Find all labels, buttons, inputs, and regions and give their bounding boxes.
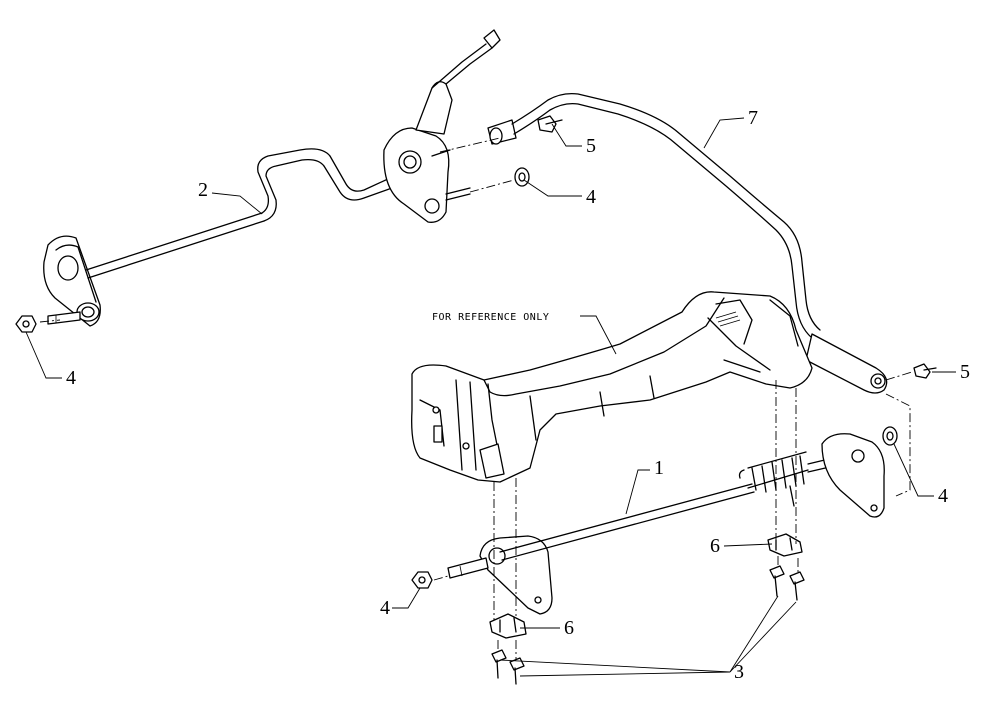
deck-housing-reference <box>411 291 813 483</box>
part-6-clip-right <box>767 533 803 557</box>
leader-lines <box>25 117 956 677</box>
callout-2: 2 <box>198 179 208 201</box>
callout-4-top: 4 <box>586 186 596 208</box>
callout-4-left: 4 <box>66 367 76 389</box>
part-5-bolt-right <box>913 363 937 379</box>
part-7-handle <box>487 92 888 394</box>
part-4-washer-right <box>882 426 898 446</box>
part-4-nut-bottom <box>411 571 433 589</box>
callout-5-top: 5 <box>586 135 596 157</box>
callout-7: 7 <box>748 107 758 129</box>
callout-4-right: 4 <box>938 485 948 507</box>
reference-note: FOR REFERENCE ONLY <box>432 312 549 323</box>
callout-4-bottom: 4 <box>380 597 390 619</box>
callout-3: 3 <box>734 661 744 683</box>
alignment-lines <box>39 137 913 660</box>
torsion-spring <box>738 451 809 507</box>
part-2-rod-assembly <box>43 29 501 327</box>
part-4-nut-left <box>15 315 37 333</box>
callout-6-right: 6 <box>710 535 720 557</box>
part-6-clip-left <box>489 613 527 639</box>
callout-6-left: 6 <box>564 617 574 639</box>
part-4-washer-top <box>514 167 530 187</box>
callout-labels: 1 2 3 4 4 4 4 5 5 6 6 7 FOR REFERENCE ON… <box>66 107 970 683</box>
callout-5-right: 5 <box>960 361 970 383</box>
callout-1: 1 <box>654 457 664 479</box>
part-5-bolt-top <box>537 115 563 133</box>
